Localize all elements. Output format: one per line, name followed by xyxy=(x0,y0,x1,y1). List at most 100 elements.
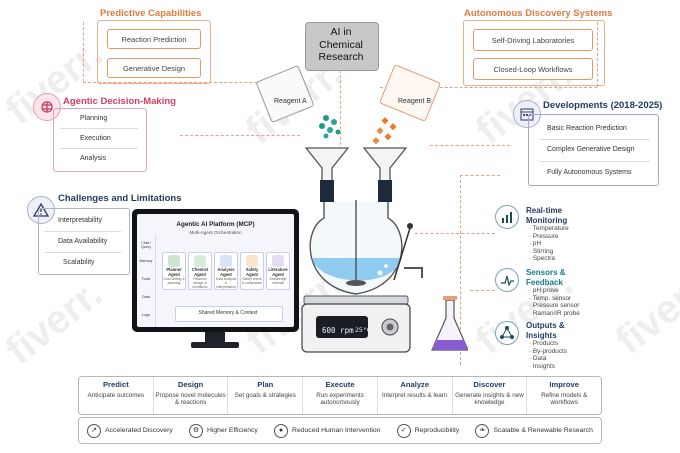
connector xyxy=(415,233,495,234)
sensors-list: pH proveTemp. sensorPressure sensorRaman… xyxy=(529,287,580,317)
realtime-list: TemperaturePressurepHStirringSpectra xyxy=(529,225,569,263)
check-icon: ✓ xyxy=(396,423,411,438)
divider xyxy=(540,161,650,162)
stirrer-rpm-readout: 600 rpm xyxy=(322,326,354,335)
monitor-sidebar xyxy=(137,234,156,327)
sidebar-logs[interactable]: Logs xyxy=(142,313,150,317)
platform-subtitle: Multi-Agent Orchestration xyxy=(189,230,242,235)
network-icon xyxy=(495,321,519,345)
divider xyxy=(60,148,138,149)
challenges-frame xyxy=(38,208,130,275)
main-title-box xyxy=(305,22,379,71)
monitor-stand xyxy=(205,332,225,342)
agentic-planning: Planning xyxy=(80,115,108,122)
brain-icon xyxy=(33,93,61,121)
connector xyxy=(470,290,495,291)
rocket-icon: ↗ xyxy=(87,423,102,438)
benefit-reproducibility: ✓Reproducibility xyxy=(396,423,459,438)
connector xyxy=(430,145,510,146)
predictive-frame xyxy=(97,20,211,84)
challenge-scalability: Scalability xyxy=(63,259,95,266)
dev-item-3: Fully Autonomous Systems xyxy=(547,169,632,176)
reagent-a-particles xyxy=(319,115,341,139)
gear-icon: ⚙ xyxy=(188,423,203,438)
connector xyxy=(597,22,598,87)
sidebar-chat[interactable]: Chat / Query xyxy=(141,241,151,249)
reagent-b-label: Reagent B xyxy=(398,98,432,105)
predictive-title: Predictive Capabilities xyxy=(100,8,202,19)
platform-title: Agentic AI Platform (MCP) xyxy=(176,221,255,228)
connector xyxy=(340,70,341,150)
connector xyxy=(460,175,500,176)
challenge-interpretability: Interpretability xyxy=(58,217,102,224)
benefit-efficiency: ⚙Higher Efficiency xyxy=(188,423,258,438)
agentic-title: Agentic Decision-Making xyxy=(63,96,176,107)
outputs-list: ProductsBy-productsDataInsights xyxy=(529,340,567,370)
shared-memory-label: Shared Memory & Context xyxy=(198,310,258,316)
monitor-base xyxy=(191,342,239,348)
main-title: AI in Chemical Research xyxy=(318,26,364,63)
sensors-title: Sensors & Feedback xyxy=(526,268,566,287)
connector xyxy=(83,22,84,82)
agentic-frame xyxy=(53,108,147,172)
stirrer-temp-readout: 25°C xyxy=(355,326,371,334)
benefit-accelerated: ↗Accelerated Discovery xyxy=(87,423,173,438)
challenge-data: Data Availability xyxy=(58,238,108,245)
developments-frame xyxy=(528,114,659,186)
autonomous-title: Autonomous Discovery Systems xyxy=(464,8,613,19)
connector xyxy=(180,135,300,136)
dev-item-2: Complex Generative Design xyxy=(547,146,635,153)
sidebar-memory[interactable]: Memory xyxy=(139,259,153,263)
chart-icon xyxy=(495,205,519,229)
divider xyxy=(540,139,650,140)
connector xyxy=(83,82,303,83)
reagent-a-label: Reagent A xyxy=(274,98,307,105)
divider xyxy=(60,128,138,129)
outputs-title: Outputs & Insights xyxy=(526,321,565,340)
watermark: fiverr. xyxy=(607,261,680,363)
person-icon: ● xyxy=(274,423,289,438)
agentic-execution: Execution xyxy=(80,135,111,142)
divider xyxy=(45,252,121,253)
warning-icon xyxy=(27,196,55,224)
benefit-scalable: ❧Scalable & Renewable Research xyxy=(475,423,593,438)
watermark: fiverr. xyxy=(0,271,111,373)
shared-memory-box[interactable] xyxy=(175,306,283,322)
sidebar-data[interactable]: Data xyxy=(142,295,150,299)
connector xyxy=(380,87,597,88)
leaf-icon: ❧ xyxy=(475,423,490,438)
sensor-icon xyxy=(495,268,519,292)
challenges-title: Challenges and Limitations xyxy=(58,193,182,204)
reaction-prediction-box: Reaction Prediction xyxy=(107,29,201,49)
sidebar-tools[interactable]: Tools xyxy=(141,277,151,281)
reagent-b-particles xyxy=(372,117,397,145)
divider xyxy=(45,231,121,232)
developments-title: Developments (2018-2025) xyxy=(543,100,663,111)
benefits-bar: ↗Accelerated Discovery ⚙Higher Efficienc… xyxy=(78,417,602,444)
generative-design-box: Generative Design xyxy=(107,58,201,78)
self-driving-labs-box: Self-Driving Laboratories xyxy=(473,29,593,51)
autonomous-frame xyxy=(463,20,605,86)
dev-item-1: Basic Reaction Prediction xyxy=(547,125,627,132)
benefit-reduced-intervention: ●Reduced Human Intervention xyxy=(274,423,380,438)
realtime-title: Real-time Monitoring xyxy=(526,206,568,225)
monitor-screen: Agentic AI Platform (MCP) Multi-Agent Or… xyxy=(137,214,294,327)
agentic-analysis: Analysis xyxy=(80,155,107,162)
reaction-apparatus xyxy=(301,115,468,353)
closed-loop-box: Closed-Loop Workflows xyxy=(473,58,593,80)
connector xyxy=(460,175,461,365)
monitor: Agentic AI Platform (MCP) Multi-Agent Or… xyxy=(132,209,299,332)
